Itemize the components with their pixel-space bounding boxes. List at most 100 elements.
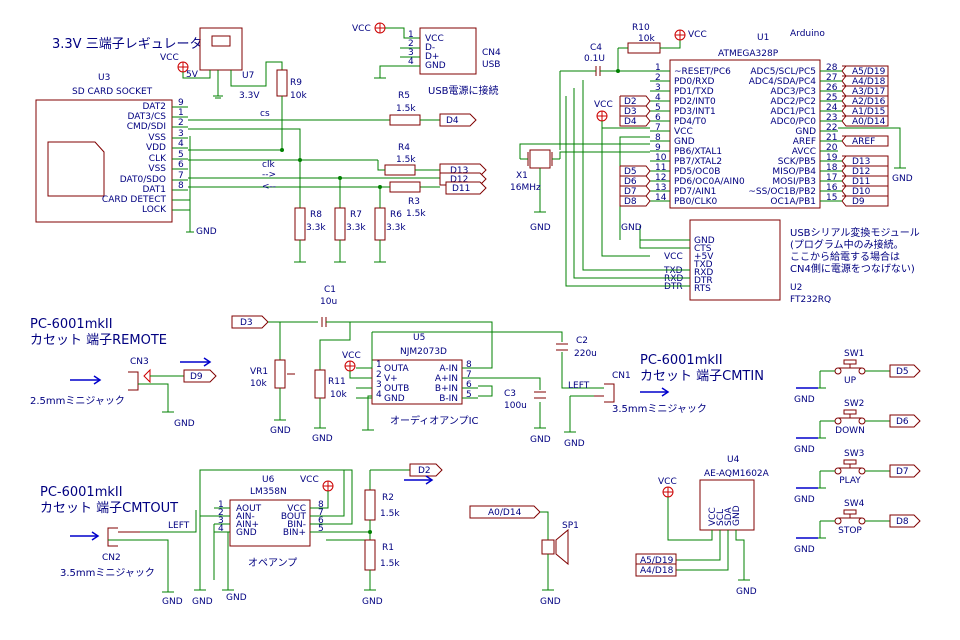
- ftdi-pin-name: TXD: [693, 260, 713, 270]
- mcu-right-pins: 28ADC5/SCL/PC527ADC4/SDA/PC426ADC3/PC325…: [748, 63, 838, 207]
- mcu-right-net: A3/D17: [852, 87, 885, 97]
- vr1-gnd: GND: [270, 426, 291, 436]
- switch-button: [843, 409, 857, 415]
- r11-gnd: GND: [312, 434, 333, 444]
- opamp-right-pin-num: 8: [318, 500, 324, 510]
- speaker-net: A0/D14: [488, 508, 522, 518]
- opamp-left-pin-name: AIN-: [236, 512, 255, 522]
- r10-body: [627, 42, 661, 54]
- cmtin-title-2: カセット 端子CMTIN: [640, 369, 764, 384]
- switch-button: [843, 509, 857, 515]
- sd-pin-num: 1: [178, 108, 184, 118]
- sd-pin-name: VSS: [148, 164, 166, 174]
- opamp-left-pin-num: 2: [218, 508, 224, 518]
- xtal-ref: X1: [516, 171, 528, 181]
- vr1-value: 10k: [250, 379, 267, 389]
- mcu-right-pin-num: 28: [826, 63, 838, 73]
- lcd-net-a4-tag: [635, 563, 677, 577]
- mcu-right-pin-name: ADC5/SCL/PC5: [750, 67, 816, 77]
- sd-pin-name: DAT2: [143, 102, 166, 112]
- sd-pin-num: 4: [178, 139, 184, 149]
- cmtin-title-1: PC-6001mkII: [640, 353, 723, 368]
- mcu-left-pin-name: PD3/INT1: [674, 107, 716, 117]
- ftdi-note: USBシリアル変換モジュール(プログラム中のみ接続。ここから給電する場合はCN4…: [790, 226, 920, 275]
- mcu-right-pin-num: 23: [826, 113, 837, 123]
- mcu-left-pin-name: PB6/XTAL1: [674, 147, 722, 157]
- net-d2-tag: [409, 463, 443, 477]
- remote-gnd: GND: [174, 419, 195, 429]
- mcu-left-pin-name: GND: [674, 137, 695, 147]
- opamp-right-pin-num: 7: [318, 508, 324, 518]
- switch-label: UP: [844, 376, 857, 386]
- audio-amp-section: D3 C1 10u VR1 10k GND R11 10k GND VCC U5…: [231, 285, 604, 445]
- sig-out: <--: [262, 182, 276, 192]
- mcu-right-pin-num: 26: [826, 83, 838, 93]
- mcu-left-pin-name: ~RESET/PC6: [674, 67, 731, 77]
- amp-left-pin-name: OUTB: [384, 384, 409, 394]
- regulator-vcc-label: VCC: [160, 53, 179, 63]
- sd-card-outline: [47, 141, 105, 197]
- mcu-tag: Arduino: [790, 29, 825, 39]
- net-d9-tag: [183, 369, 217, 383]
- opamp-right-pin-num: 6: [318, 516, 324, 526]
- vr1-ref: VR1: [250, 367, 268, 377]
- cmtout-title-2: カセット 端子CMTOUT: [40, 501, 178, 516]
- amp-left-pin-name: V+: [384, 374, 398, 384]
- regulator-body: [199, 27, 243, 71]
- amp-left-pin-num: 2: [376, 370, 382, 380]
- sd-pin-num: 2: [178, 118, 184, 128]
- switch-label: DOWN: [835, 426, 865, 436]
- r2-body: [364, 489, 376, 521]
- r6-body: [374, 207, 386, 241]
- r4-value: 1.5k: [396, 155, 416, 165]
- c3-ref: C3: [504, 389, 516, 399]
- amp-name: NJM2073D: [400, 347, 447, 357]
- mcu-left-net: D4: [624, 117, 637, 127]
- amp-left-pin-num: 3: [376, 380, 382, 390]
- lcd-vcc: VCC: [658, 477, 677, 487]
- cmtout-ref: CN2: [102, 553, 121, 563]
- lcd-net-a5: A5/D19: [640, 556, 674, 566]
- mcu-right-pin-name: ADC2/PC2: [770, 97, 816, 107]
- c2-value: 220u: [574, 349, 597, 359]
- amp-right-pin-num: 8: [466, 360, 472, 370]
- net-d4: D4: [446, 116, 459, 126]
- cmtout-title-1: PC-6001mkII: [40, 485, 123, 500]
- sd-pin-name: VDD: [146, 143, 166, 153]
- ftdi-note-line: USBシリアル変換モジュール: [790, 226, 920, 239]
- mcu-right-pin-num: 27: [826, 73, 837, 83]
- r10-ref: R10: [632, 23, 650, 33]
- regulator-ref: U7: [242, 71, 254, 81]
- mcu-right-net: A4/D18: [852, 77, 886, 87]
- sig-in: -->: [262, 170, 276, 180]
- mcu-right-pin-name: ADC1/PC1: [770, 107, 816, 117]
- opamp-left-pin-num: 3: [218, 516, 224, 526]
- r9-value: 10k: [290, 91, 307, 101]
- mcu-right-pin-num: 17: [826, 173, 837, 183]
- switch-button: [843, 359, 857, 365]
- ftdi-note-line: ここから給電する場合は: [790, 250, 900, 263]
- mcu-right-pin-name: AREF: [793, 137, 816, 147]
- switch-net: D5: [896, 367, 909, 377]
- sd-pin-name: VSS: [148, 133, 166, 143]
- opamp-caption: オペアンプ: [248, 557, 297, 569]
- switch-group: SW1GNDUPD5SW2GNDDOWND6SW3GNDPLAYD7SW4GND…: [794, 349, 921, 555]
- mcu-right-pin-name: MISO/PB4: [772, 167, 816, 177]
- net-d4-tag: [439, 113, 477, 127]
- amp-left-pin-name: GND: [384, 394, 405, 404]
- speaker-gnd: GND: [540, 597, 561, 607]
- switch-net-tag: [889, 464, 921, 478]
- ftdi-outer-label: DTR: [664, 282, 683, 292]
- mcu-right-net: D10: [852, 187, 871, 197]
- mcu-left-pin-name: PB7/XTAL2: [674, 157, 722, 167]
- r1-body: [364, 539, 376, 571]
- amp-right-pin-num: 6: [466, 380, 472, 390]
- ftdi-pin-name: DTR: [694, 276, 713, 286]
- lcd-pin-name: SDA: [724, 507, 734, 526]
- sd-gnd-label: GND: [196, 227, 217, 237]
